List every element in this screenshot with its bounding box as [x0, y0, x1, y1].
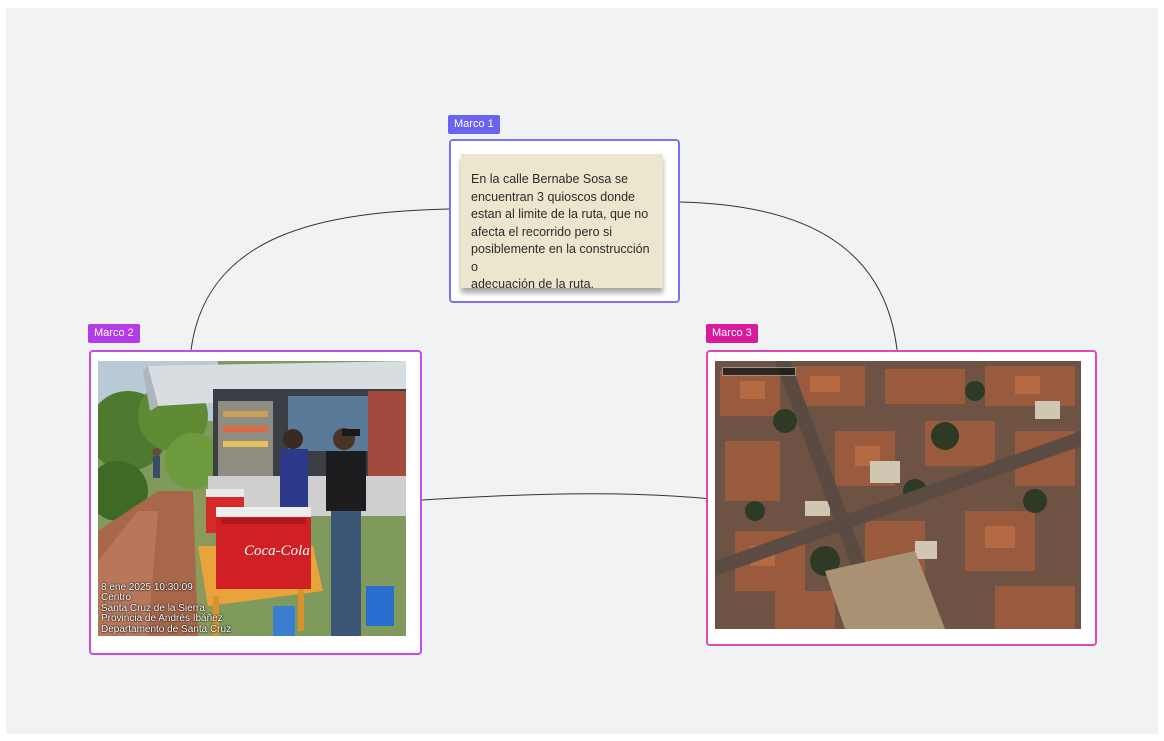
sticky-note-line: posiblemente en la construcción o	[471, 242, 650, 274]
photo-stamp-line: Departamento de Santa Cruz	[101, 623, 232, 635]
frame-label-marco-1[interactable]: Marco 1	[448, 115, 500, 134]
photo-timestamp-stamp: 8 ene 2025 10:30:09 Centro Santa Cruz de…	[101, 581, 232, 636]
frame-label-marco-3[interactable]: Marco 3	[706, 324, 758, 343]
satellite-map-illustration	[715, 361, 1081, 629]
sticky-note-line: afecta el recorrido pero si	[471, 224, 613, 239]
photo-stamp-line: Centro	[101, 592, 132, 603]
sticky-note-line: encuentran 3 quioscos donde	[471, 189, 636, 204]
photo-stamp-line: 8 ene 2025 10:30:09	[101, 581, 193, 593]
coca-cola-logo: Coca-Cola	[244, 543, 310, 559]
photo-stamp-line: Provincia de Andrés Ibáñez	[101, 613, 223, 624]
sticky-note[interactable]: En la calle Bernabe Sosa se encuentran 3…	[461, 154, 663, 291]
frame-label-marco-2[interactable]: Marco 2	[88, 324, 140, 343]
sticky-note-line: estan al limite de la ruta, que no	[471, 207, 649, 221]
sticky-note-line: adecuación de la ruta.	[471, 277, 595, 291]
photo-stamp-line: Santa Cruz de la Sierra	[101, 602, 205, 614]
photo-illustration	[98, 361, 406, 636]
kiosk-street-photo[interactable]: Coca-Cola 8 ene 2025 10:30:09 Centro San…	[98, 361, 406, 636]
map-toolbar[interactable]	[722, 367, 796, 376]
frame-marco-3[interactable]	[706, 350, 1097, 646]
satellite-map-image[interactable]	[715, 361, 1081, 629]
sticky-note-line: En la calle Bernabe Sosa se	[471, 172, 629, 186]
frame-marco-1[interactable]: En la calle Bernabe Sosa se encuentran 3…	[449, 139, 680, 303]
frame-marco-2[interactable]: Coca-Cola 8 ene 2025 10:30:09 Centro San…	[89, 350, 422, 655]
